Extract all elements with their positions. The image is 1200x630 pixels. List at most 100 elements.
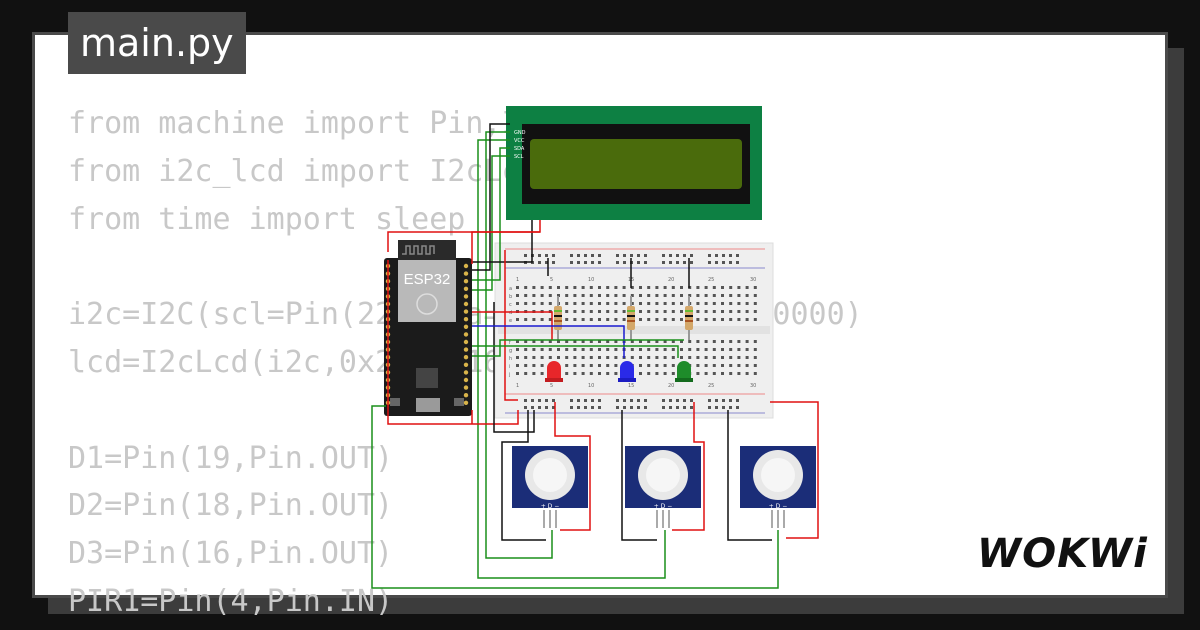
breadboard-hole [606,364,610,367]
breadboard-hole [745,356,749,359]
breadboard-hole [557,356,560,359]
rail-hole [676,399,679,402]
rail-hole [538,261,541,264]
esp32-pin [463,294,469,299]
breadboard-hole [712,318,716,321]
breadboard-hole [598,294,601,297]
breadboard-hole [598,310,601,313]
breadboard-hole [712,294,716,297]
rail-hole [577,254,580,257]
wires [371,123,819,589]
breadboard-hole [548,356,552,359]
breadboard-hole [524,318,528,321]
breadboard-hole [598,340,601,343]
breadboard-hole [532,318,536,321]
rail-hole [690,399,693,402]
led-red [545,361,563,382]
led-green [675,361,693,382]
breadboard-hole [663,340,667,343]
pir-pin-label: + D − [654,503,673,510]
breadboard-hole [712,364,716,367]
bb-row-letter: c [509,302,512,308]
breadboard-hole [655,302,659,305]
breadboard-hole [573,286,577,289]
rail-hole [584,254,587,257]
breadboard-hole [696,318,700,321]
rail-hole [598,406,601,409]
breadboard-hole [671,286,675,289]
breadboard-hole [589,318,593,321]
rail-hole [715,254,718,257]
breadboard-hole [622,310,626,313]
rail-hole [591,399,594,402]
breadboard-hole [753,356,757,359]
breadboard-hole [729,286,733,289]
breadboard-hole [548,294,552,297]
breadboard-hole [712,348,716,351]
breadboard-hole [598,372,601,375]
breadboard-hole [630,340,634,343]
breadboard-hole [557,340,560,343]
breadboard-hole [671,372,675,375]
rail-hole [552,399,555,402]
rail-hole [729,261,732,264]
breadboard-hole [598,318,601,321]
file-tab[interactable]: main.py [68,12,246,74]
breadboard-hole [696,286,700,289]
breadboard-hole [671,356,675,359]
breadboard-hole [745,372,749,375]
breadboard-hole [639,364,642,367]
breadboard-hole [704,340,708,343]
rail-hole [570,399,573,402]
rail-hole [598,399,601,402]
breadboard-hole [712,302,716,305]
breadboard-hole [729,310,733,313]
breadboard-hole [581,356,585,359]
breadboard-hole [688,356,692,359]
breadboard-hole [745,310,749,313]
breadboard-hole [671,294,675,297]
breadboard-hole [639,302,642,305]
breadboard-hole [557,286,560,289]
breadboard-hole [655,372,659,375]
breadboard-hole [622,318,626,321]
breadboard-hole [565,318,569,321]
breadboard-hole [581,364,585,367]
breadboard-hole [745,302,749,305]
rail-hole [708,254,711,257]
rail-hole [545,261,548,264]
rail-hole [715,406,718,409]
lcd-module: GND VCC SDA SCL [506,106,762,220]
bb-number: 1 [516,277,519,283]
breadboard-hole [745,318,749,321]
breadboard-hole [745,340,749,343]
rail-hole [669,261,672,264]
breadboard-hole [729,356,733,359]
breadboard-hole [565,340,569,343]
breadboard-hole [696,340,700,343]
breadboard-hole [721,302,724,305]
rail-hole [683,406,686,409]
breadboard-hole [524,348,528,351]
breadboard-hole [671,364,675,367]
breadboard-hole [712,340,716,343]
breadboard-hole [712,356,716,359]
breadboard-hole [696,356,700,359]
esp32-pin [463,355,469,360]
breadboard-hole [655,356,659,359]
breadboard-hole [663,294,667,297]
breadboard-hole [647,364,651,367]
breadboard-hole [639,372,642,375]
breadboard-hole [540,318,544,321]
breadboard-hole [753,286,757,289]
breadboard-hole [737,302,741,305]
breadboard-hole [516,318,519,321]
bb-number: 30 [750,277,756,283]
esp32-pin [463,263,469,269]
breadboard-hole [745,364,749,367]
breadboard-hole [548,302,552,305]
breadboard-hole [655,310,659,313]
breadboard-hole [532,340,536,343]
bb-number: 1 [516,383,519,389]
breadboard-hole [729,302,733,305]
